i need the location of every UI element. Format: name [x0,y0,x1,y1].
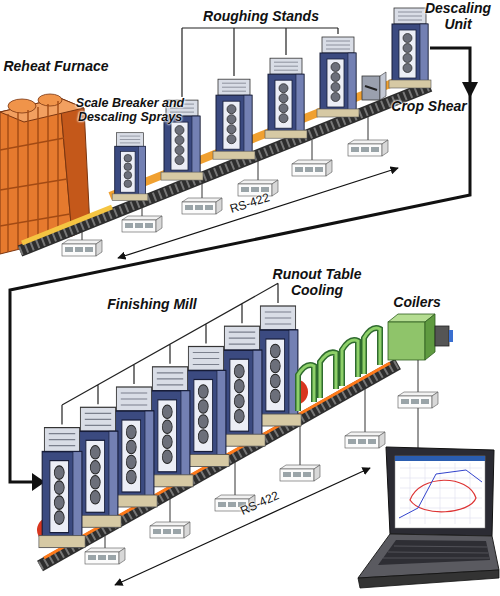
group-bracket [62,283,278,424]
coiler-front [388,322,425,360]
rs422-module [150,522,190,538]
laptop-keys [378,540,490,565]
roughing-stand [213,79,255,159]
roughing-stand [317,37,359,117]
furnace-bands [0,138,70,226]
descaling-unit [389,8,431,88]
chart-trace [399,470,482,518]
roughing-stand [265,58,307,138]
rs422-module [292,160,332,176]
crop-shear [362,72,386,100]
rs422-module [62,240,102,256]
window-titlebar [395,456,485,461]
part-label: Reheat Furnace [0,58,112,74]
part-label: Coilers [382,294,452,310]
coiler-side [425,314,435,360]
group-label: Roughing Stands [198,8,324,24]
coiler [388,314,453,360]
bus-arrow [118,168,398,258]
laptop-screen [395,456,485,528]
finishing-stand [39,428,85,548]
motor-end [449,330,453,342]
coiler-motor [435,326,449,346]
rs422-module [398,392,438,408]
rs422-module [85,548,125,564]
part-label: Descaling Unit [416,0,500,32]
cooling-header-outline [298,328,380,411]
group-label: Finishing Mill [92,296,212,312]
bus-arrow [115,468,370,585]
rs422-module [280,465,320,481]
cooling-header [298,328,380,411]
furnace-dome [8,99,36,113]
leader-lines [105,360,418,548]
rs422-module [345,432,385,448]
rs422-module [122,216,162,232]
part-label: Crop Shear [384,98,474,114]
laptop-front-edge [358,570,499,588]
chart-grid [400,463,482,524]
part-label: Scale Breaker and Descaling Sprays [70,96,190,125]
laptop-lid [386,447,494,536]
leader-lines [82,117,368,240]
flow-arrowhead [462,82,478,98]
slab [22,207,112,243]
part-label: Runout Table Cooling [262,266,372,298]
scale-breaker [112,133,148,201]
group-bracket [182,28,338,97]
key-rows [383,546,489,558]
chart-trace [410,480,476,512]
laptop [358,447,499,588]
shear-body [362,76,380,100]
rs422-module [348,140,388,156]
shear-blade [365,86,377,90]
rs422-module [182,198,222,214]
shear-side [380,72,386,100]
